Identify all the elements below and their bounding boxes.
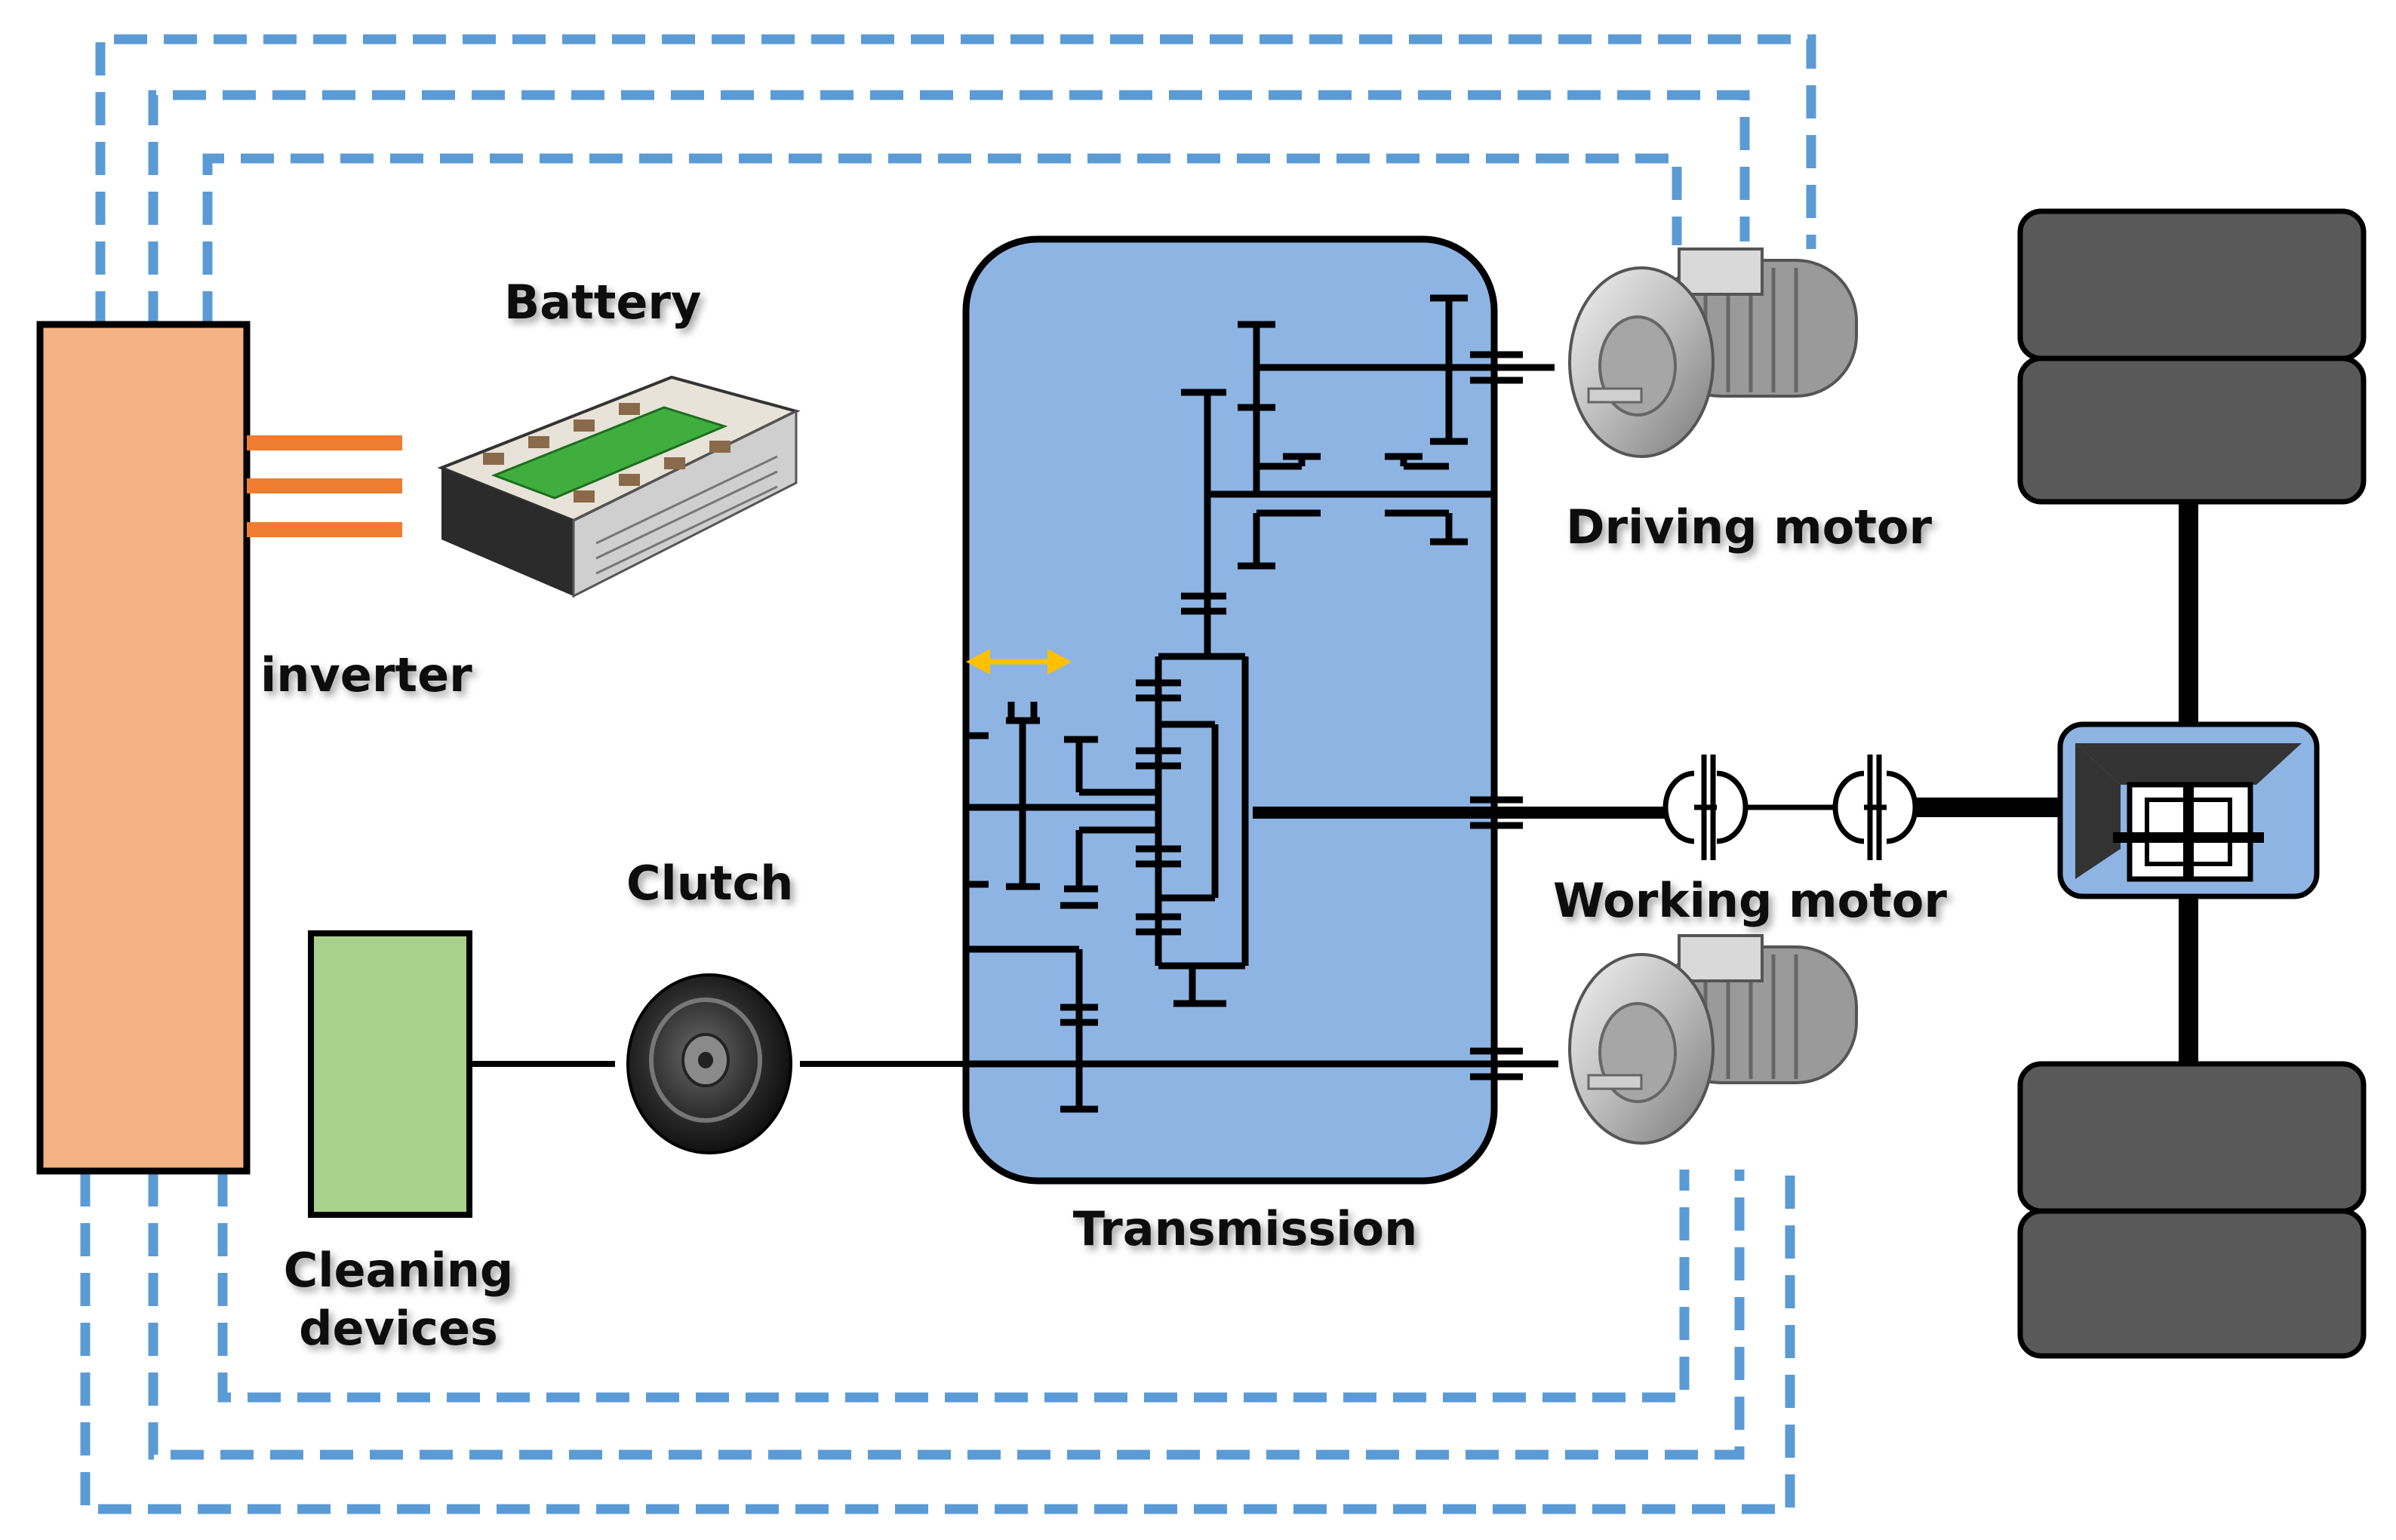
- signal-loop-middle-top: [148, 90, 1750, 324]
- battery-image: [437, 375, 801, 598]
- battery-label: Battery: [504, 275, 701, 330]
- universal-joint-2: [1832, 755, 1918, 860]
- signal-loop-inner-bottom: [217, 1170, 1690, 1403]
- shift-arrow: [966, 649, 1072, 675]
- wheel-top-2: [2017, 355, 2367, 505]
- cleaning-devices-box: [308, 930, 472, 1218]
- wheel-bottom-1: [2017, 1061, 2367, 1214]
- wheel-bottom-2: [2017, 1208, 2367, 1359]
- working-motor-label: Working motor: [1553, 873, 1947, 928]
- clutch-label: Clutch: [626, 856, 793, 911]
- clutch-image: [626, 973, 792, 1154]
- working-motor-image: [1568, 934, 1858, 1145]
- wheels: [2017, 208, 2367, 1359]
- driving-motor-label: Driving motor: [1566, 500, 1932, 555]
- signal-loop-outer-top: [95, 34, 1816, 324]
- differential: [2057, 721, 2320, 899]
- wheel-top-1: [2017, 208, 2367, 361]
- transmission-housing: [962, 235, 1498, 1185]
- drive-shaft: [1662, 755, 2064, 860]
- transmission-label: Transmission: [1073, 1201, 1418, 1256]
- signal-loop-outer-bottom: [80, 1170, 1795, 1514]
- driving-motor-image: [1568, 247, 1858, 458]
- cleaning-devices-label-line2: devices: [299, 1301, 498, 1356]
- signal-lines: [80, 34, 1816, 1514]
- cleaning-devices-label-line1: Cleaning: [284, 1243, 514, 1298]
- signal-loop-inner-top: [202, 153, 1682, 324]
- controller-box: [36, 321, 251, 1175]
- gear-schematic: [966, 294, 1679, 1113]
- signal-loop-middle-bottom: [148, 1170, 1745, 1460]
- universal-joint-1: [1662, 755, 1749, 860]
- inverter-label: inverter: [260, 647, 472, 702]
- power-lines: [247, 435, 402, 537]
